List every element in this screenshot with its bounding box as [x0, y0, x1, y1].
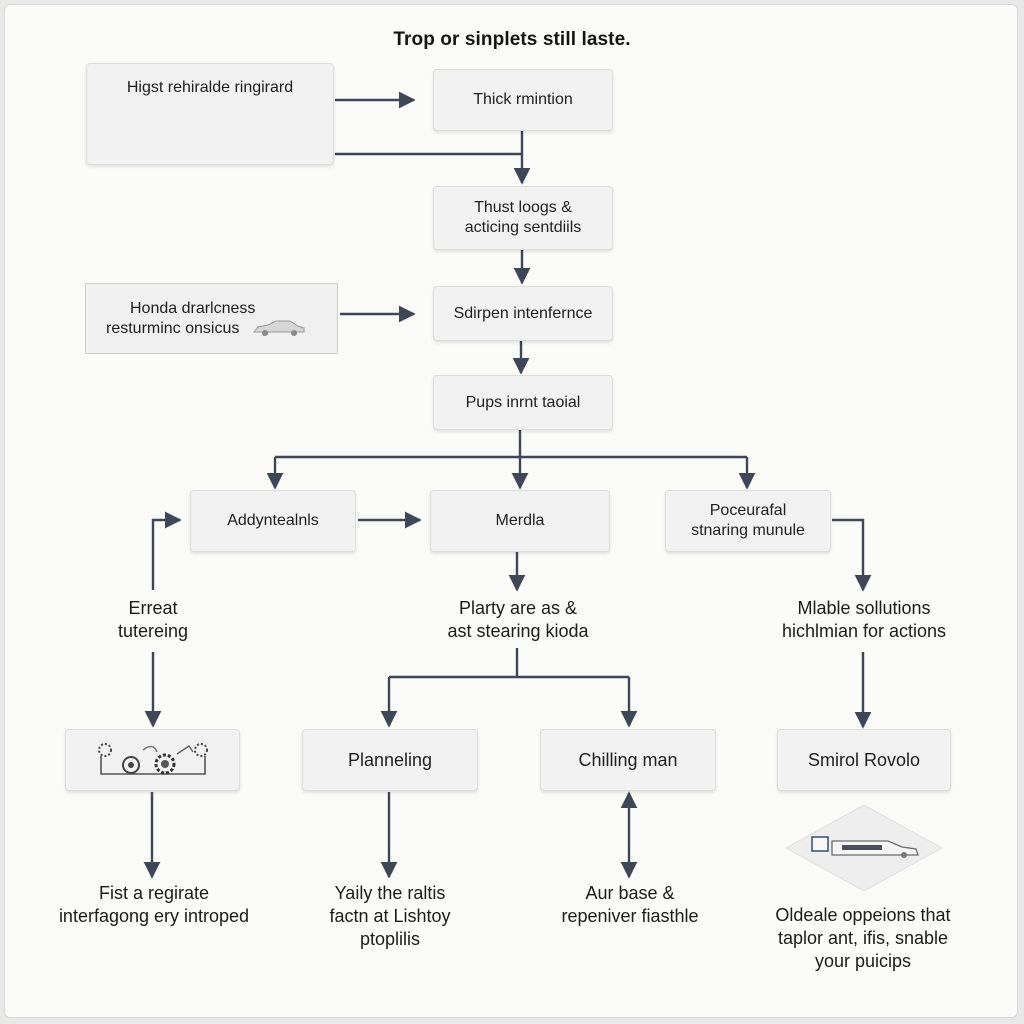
label-plarty-line-2: ast stearing kioda [447, 621, 589, 641]
box-honda-line-2: resturminc onsicus [106, 319, 306, 339]
box-honda: Honda drarlcness resturminc onsicus [85, 283, 338, 354]
box-sdirpen: Sdirpen intenfernce [433, 286, 613, 341]
label-aur-line-1: Aur base & [585, 883, 675, 903]
label-mlable-line-1: Mlable sollutions [797, 598, 931, 618]
box-pups-label: Pups inrnt taoial [465, 393, 581, 411]
box-planneling: Planneling [302, 729, 478, 791]
gears-icon [97, 743, 208, 775]
box-honda-line-1: Honda drarlcness [130, 299, 256, 317]
label-plarty-line-1: Plarty are as & [458, 598, 578, 618]
box-thick-label: Thick rmintion [473, 91, 573, 108]
box-merdla-label: Merdla [495, 512, 545, 529]
label-aur-line-2: repeniver fiasthle [561, 906, 699, 926]
label-erreat: Erreat tutereing [73, 597, 233, 643]
label-mlable-line-2: hichlmian for actions [781, 621, 947, 641]
box-addynte-label: Addyntealnls [227, 512, 319, 529]
box-addynte: Addyntealnls [190, 490, 356, 552]
box-thust-line-1: Thust loogs & [474, 199, 572, 216]
label-oldeale-line-2: taplor ant, ifis, snable [777, 928, 949, 948]
box-pups: Pups inrnt taoial [433, 375, 613, 430]
box-thust: Thust loogs & acticing sentdiils [433, 186, 613, 250]
box-merdla: Merdla [430, 490, 610, 552]
box-chilling: Chilling man [540, 729, 716, 791]
box-top-left-label: Higst rehiralde ringirard [126, 79, 294, 96]
label-oldeale-line-3: your puicips [814, 951, 912, 971]
label-fist-line-1: Fist a regirate [98, 883, 210, 903]
box-top-left: Higst rehiralde ringirard [86, 63, 334, 165]
label-plarty: Plarty are as & ast stearing kioda [398, 597, 638, 643]
label-oldeale-line-1: Oldeale oppeions that [775, 905, 951, 925]
box-poceurafa-line-2: stnaring munule [691, 522, 805, 539]
box-gears [65, 729, 240, 791]
label-yaily-line-3: ptoplilis [359, 929, 421, 949]
box-poceurafa-line-1: Poceurafal [709, 502, 787, 519]
label-erreat-line-2: tutereing [117, 621, 189, 641]
box-planneling-label: Planneling [347, 750, 433, 770]
box-poceurafa: Poceurafal stnaring munule [665, 490, 831, 552]
label-fist: Fist a regirate interfagong ery introped [22, 882, 286, 928]
arrow-erreat-loop [151, 511, 182, 590]
car-panel-icon [784, 804, 944, 892]
label-erreat-line-1: Erreat [128, 598, 178, 618]
box-thick: Thick rmintion [433, 69, 613, 131]
label-fist-line-2: interfagong ery introped [58, 906, 250, 926]
box-sdirpen-label: Sdirpen intenfernce [453, 304, 593, 322]
box-thust-line-2: acticing sentdiils [464, 219, 582, 236]
label-aur: Aur base & repeniver fiasthle [525, 882, 735, 928]
box-smirol: Smirol Rovolo [777, 729, 951, 791]
arrow-poceurafa-to-mlable [832, 518, 872, 592]
label-yaily-line-1: Yaily the raltis [334, 883, 446, 903]
diagram-title: Trop or sinplets still laste. [393, 29, 631, 50]
box-honda-line-2-text: resturminc onsicus [106, 319, 240, 337]
box-chilling-label: Chilling man [578, 750, 678, 770]
label-yaily: Yaily the raltis factn at Lishtoy ptopli… [290, 882, 490, 951]
label-yaily-line-2: factn at Lishtoy [329, 906, 451, 926]
label-mlable: Mlable sollutions hichlmian for actions [742, 597, 986, 643]
label-oldeale: Oldeale oppeions that taplor ant, ifis, … [745, 904, 981, 973]
car-icon [252, 320, 305, 337]
box-smirol-label: Smirol Rovolo [807, 750, 921, 770]
